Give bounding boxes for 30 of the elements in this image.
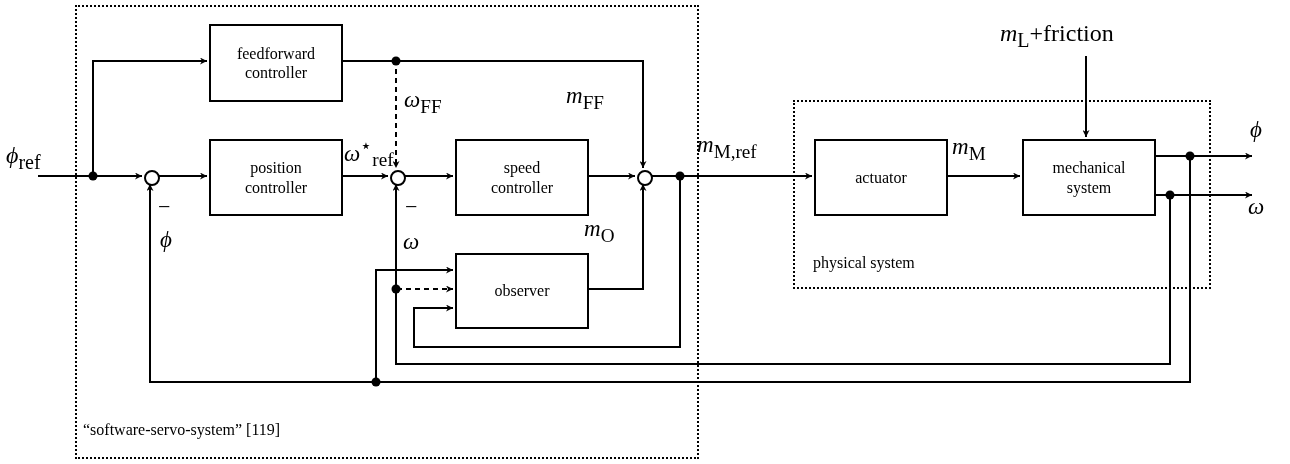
block: feedforward controller: [209, 24, 343, 102]
block: actuator: [814, 139, 948, 216]
edge-label: ω$_{FF}$: [404, 88, 442, 116]
signal-label: m$_{L}$+friction: [1000, 20, 1180, 56]
minus-sign: −: [405, 196, 418, 218]
summing-junction: [144, 170, 160, 186]
group-label: “software-servo-system” [119]: [83, 421, 281, 439]
edge-label: m$_{M,ref}$: [697, 133, 757, 161]
dotted-group-frame: [75, 5, 699, 459]
arrow: [1082, 55, 1090, 138]
block: mechanical system: [1022, 139, 1156, 216]
minus-sign: −: [158, 196, 171, 218]
block: observer: [455, 253, 589, 329]
arrow: [375, 155, 1191, 383]
summing-junction: [637, 170, 653, 186]
summing-junction: [390, 170, 406, 186]
edge-label: ϕ: [160, 228, 172, 251]
edge-label: m$_{M}$: [952, 135, 986, 163]
block: speed controller: [455, 139, 589, 216]
arrow: [403, 172, 454, 180]
dotted-group-frame: [793, 100, 1211, 289]
signal-label: ϕ$_{ref}$: [6, 142, 46, 176]
edge-label: ω: [1248, 195, 1265, 218]
edge-label: ω: [403, 229, 420, 253]
group-label: physical system: [813, 254, 915, 272]
block: position controller: [209, 139, 343, 216]
edge-label: m$_{O}$: [584, 216, 615, 245]
edge-label: ϕ: [1250, 118, 1262, 141]
arrow: [157, 172, 208, 180]
edge-label: m$_{FF}$: [566, 84, 604, 112]
